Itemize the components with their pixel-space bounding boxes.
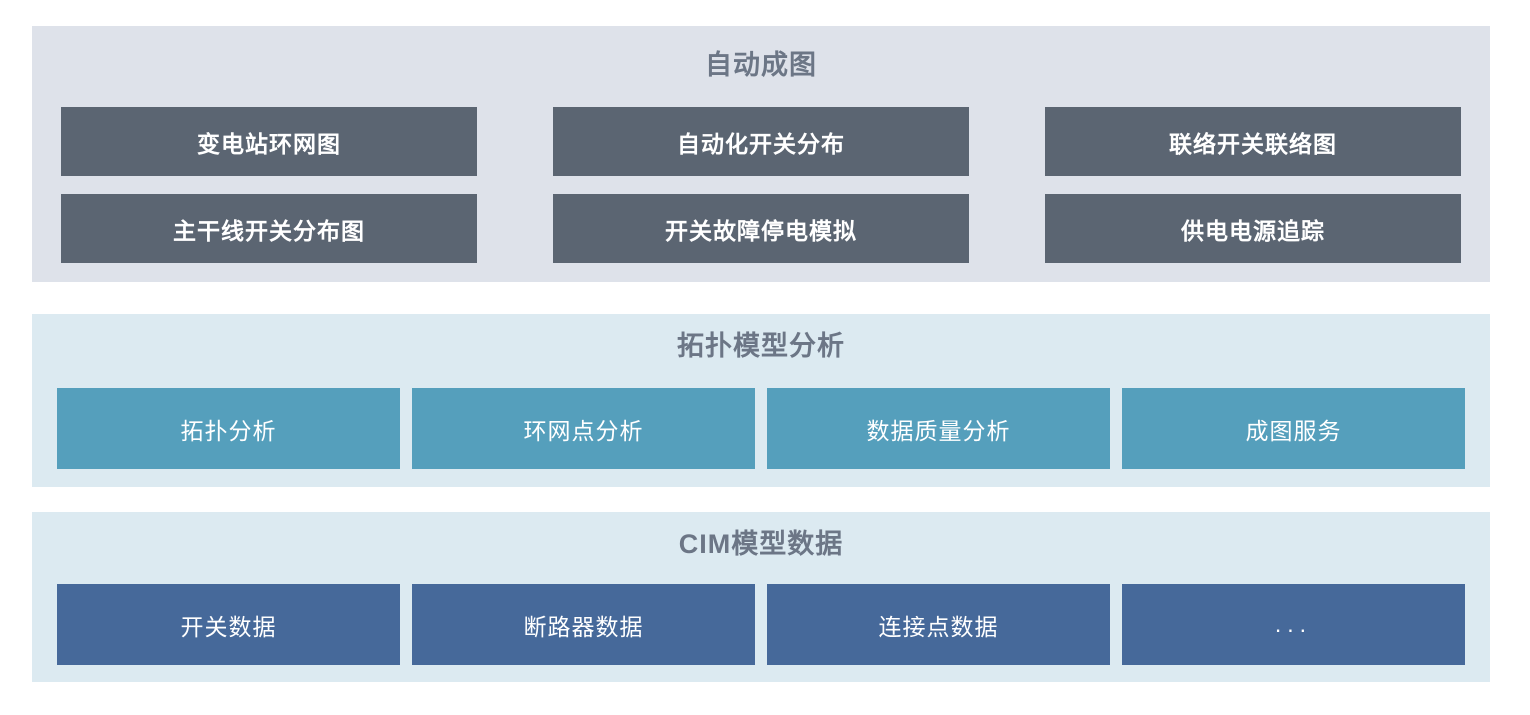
button-circuit-breaker-data[interactable]: 断路器数据 [412,584,755,665]
button-label: 联络开关联络图 [1169,130,1337,157]
button-mapping-service[interactable]: 成图服务 [1122,388,1465,469]
panel-title-auto-mapping: 自动成图 [705,50,817,80]
button-label: 连接点数据 [878,613,999,640]
button-switch-fault-outage-simulation[interactable]: 开关故障停电模拟 [553,194,969,263]
button-label: 环网点分析 [523,417,644,444]
button-data-quality-analysis[interactable]: 数据质量分析 [767,388,1110,469]
button-label: 成图服务 [1245,417,1342,444]
button-label: 开关故障停电模拟 [665,217,857,244]
auto-mapping-row-1: 变电站环网图 自动化开关分布 联络开关联络图 [61,107,1461,176]
auto-mapping-row-2: 主干线开关分布图 开关故障停电模拟 供电电源追踪 [61,194,1461,263]
button-label: 变电站环网图 [197,130,341,157]
panel-title-topology-model-analysis: 拓扑模型分析 [677,331,845,361]
panel-cim-model-data: CIM模型数据 开关数据 断路器数据 连接点数据 ... [32,512,1490,682]
button-connectivity-node-data[interactable]: 连接点数据 [767,584,1110,665]
button-label: 自动化开关分布 [677,130,845,157]
cim-button-row: 开关数据 断路器数据 连接点数据 ... [57,584,1465,665]
button-label: 主干线开关分布图 [173,217,365,244]
button-automated-switch-distribution[interactable]: 自动化开关分布 [553,107,969,176]
panel-title-cim-model-data: CIM模型数据 [678,529,844,559]
button-topology-analysis[interactable]: 拓扑分析 [57,388,400,469]
button-label: 开关数据 [180,613,277,640]
panel-auto-mapping: 自动成图 变电站环网图 自动化开关分布 联络开关联络图 主干线开关分布图 开关故… [32,26,1490,282]
button-power-supply-source-tracing[interactable]: 供电电源追踪 [1045,194,1461,263]
panel-topology-model-analysis: 拓扑模型分析 拓扑分析 环网点分析 数据质量分析 成图服务 [32,314,1490,487]
button-tie-switch-connection-diagram[interactable]: 联络开关联络图 [1045,107,1461,176]
button-label: 供电电源追踪 [1181,217,1325,244]
button-trunk-line-switch-distribution-diagram[interactable]: 主干线开关分布图 [61,194,477,263]
button-label: 拓扑分析 [180,417,277,444]
topology-button-row: 拓扑分析 环网点分析 数据质量分析 成图服务 [57,388,1465,469]
button-more-data[interactable]: ... [1122,584,1465,665]
button-switch-data[interactable]: 开关数据 [57,584,400,665]
button-ring-network-point-analysis[interactable]: 环网点分析 [412,388,755,469]
button-label: ... [1274,611,1313,637]
button-label: 数据质量分析 [866,417,1011,444]
button-substation-ring-network-diagram[interactable]: 变电站环网图 [61,107,477,176]
button-label: 断路器数据 [523,613,644,640]
